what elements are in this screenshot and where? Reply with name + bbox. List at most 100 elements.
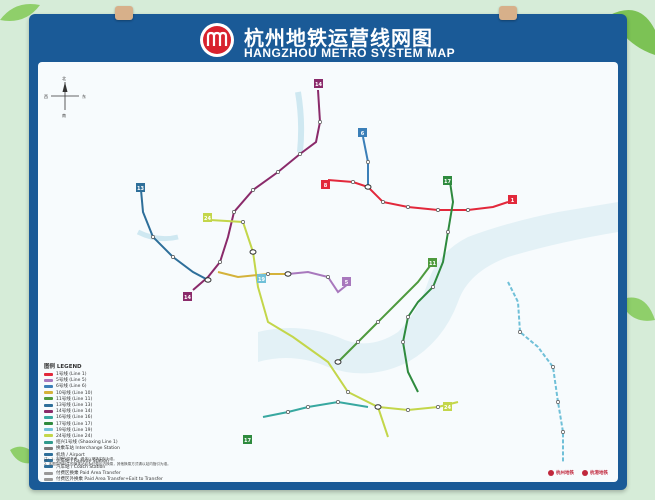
legend-swatch bbox=[44, 440, 53, 444]
legend-swatch bbox=[44, 403, 53, 407]
legend-swatch bbox=[44, 415, 53, 419]
legend-swatch bbox=[44, 397, 53, 401]
corp-logo-icon bbox=[582, 470, 588, 476]
legend-row: 火车站 / Railway Station bbox=[44, 458, 214, 464]
badge-line-24: 24 bbox=[204, 216, 211, 222]
badge-line-8: 8 bbox=[324, 183, 328, 189]
legend-row: 17号线 (Line 17) bbox=[44, 421, 214, 427]
legend-row: 19号线 (Line 19) bbox=[44, 427, 214, 433]
line-11 bbox=[337, 261, 434, 363]
legend-label: 换乘车站 Interchange Station bbox=[56, 446, 120, 452]
legend-swatch bbox=[44, 446, 53, 450]
legend-row: 11号线 (Line 11) bbox=[44, 396, 214, 402]
legend-row: 24号线 (Line 24) bbox=[44, 433, 214, 439]
legend-swatch bbox=[44, 471, 53, 475]
legend-label: 19号线 (Line 19) bbox=[56, 427, 93, 433]
legend-label: 火车站 / Railway Station bbox=[56, 458, 109, 464]
badge-line-14-west: 14 bbox=[184, 295, 191, 301]
badge-line-17: 17 bbox=[444, 179, 451, 185]
compass-icon bbox=[51, 82, 79, 110]
legend-row: 10号线 (Line 10) bbox=[44, 390, 214, 396]
pin-left bbox=[115, 6, 133, 20]
legend-label: 16号线 (Line 16) bbox=[56, 415, 93, 421]
legend-swatch bbox=[44, 391, 53, 395]
line-16 bbox=[262, 400, 369, 418]
legend-label: 付费区换乘 Paid Area Transfer bbox=[56, 471, 121, 477]
badge-line-6: 6 bbox=[361, 131, 365, 137]
legend-label: 11号线 (Line 11) bbox=[56, 396, 93, 402]
legend-swatch bbox=[44, 409, 53, 413]
legend-row: 14号线 (Line 14) bbox=[44, 408, 214, 414]
legend-swatch bbox=[44, 477, 53, 481]
map-notes: 注：1. 本图仅供参考，具体以现场实际为准。 2. 本图中所标注的换乘站均为付费… bbox=[44, 457, 304, 467]
map-header: 杭州地铁运营线网图 HANGZHOU METRO SYSTEM MAP bbox=[29, 14, 627, 64]
badge-line-11: 11 bbox=[429, 261, 436, 267]
badge-line-17-south: 17 bbox=[244, 438, 251, 444]
legend-row: 5号线 (Line 5) bbox=[44, 377, 214, 383]
compass-east: 东 bbox=[82, 93, 86, 99]
legend-swatch bbox=[44, 434, 53, 438]
legend-label: 10号线 (Line 10) bbox=[56, 390, 93, 396]
legend-row: 汽车站 / Coach Station bbox=[44, 464, 214, 470]
legend-row: 绍兴1号线 (Shaoxing Line 1) bbox=[44, 439, 214, 445]
line-17 bbox=[401, 181, 455, 393]
badge-line-19: 19 bbox=[258, 277, 265, 283]
line-5 bbox=[287, 270, 349, 294]
legend-label: 5号线 (Line 5) bbox=[56, 378, 87, 384]
legend-row: 付费区外换乘 Paid Area Transfer+Exit to Transf… bbox=[44, 476, 214, 482]
legend-row: 13号线 (Line 13) bbox=[44, 402, 214, 408]
line-10 bbox=[217, 271, 288, 279]
legend-swatch bbox=[44, 465, 53, 469]
badge-line-24-south: 24 bbox=[444, 405, 451, 411]
corp-logos: 杭州地铁 杭港地铁 bbox=[548, 470, 608, 476]
legend-label: 24号线 (Line 24) bbox=[56, 433, 93, 439]
legend-label: 绍兴1号线 (Shaoxing Line 1) bbox=[56, 440, 118, 446]
map-panel: 北 南 西 东 14 6 8 1 17 13 24 5 19 11 24 17 … bbox=[38, 62, 618, 482]
legend-label: 1号线 (Line 1) bbox=[56, 372, 87, 378]
badge-line-1: 1 bbox=[511, 198, 515, 204]
badge-line-13: 13 bbox=[137, 186, 144, 192]
legend-label: 机场 / Airport bbox=[56, 452, 85, 458]
legend-swatch bbox=[44, 372, 53, 376]
badge-line-5: 5 bbox=[345, 280, 349, 286]
legend-label: 6号线 (Line 6) bbox=[56, 384, 87, 390]
legend-row: 6号线 (Line 6) bbox=[44, 383, 214, 389]
metro-logo-icon bbox=[200, 23, 234, 57]
pin-right bbox=[499, 6, 517, 20]
line-13 bbox=[140, 189, 209, 281]
corp-logo-hanggang-metro: 杭港地铁 bbox=[582, 470, 608, 476]
compass-north: 北 bbox=[62, 75, 66, 81]
legend-swatch bbox=[44, 378, 53, 382]
legend-label: 14号线 (Line 14) bbox=[56, 409, 93, 415]
line-24 bbox=[209, 219, 459, 412]
legend-swatch bbox=[44, 459, 53, 463]
map-board: 杭州地铁运营线网图 HANGZHOU METRO SYSTEM MAP bbox=[29, 6, 627, 490]
compass-south: 南 bbox=[62, 112, 66, 118]
legend-swatch bbox=[44, 422, 53, 426]
legend-row: 付费区换乘 Paid Area Transfer bbox=[44, 470, 214, 476]
legend-label: 付费区外换乘 Paid Area Transfer+Exit to Transf… bbox=[56, 477, 163, 482]
badge-line-14: 14 bbox=[315, 82, 322, 88]
legend-swatch bbox=[44, 428, 53, 432]
note-1: 注：1. 本图仅供参考，具体以现场实际为准。 bbox=[44, 457, 117, 461]
legend-label: 汽车站 / Coach Station bbox=[56, 464, 106, 470]
legend-row: 机场 / Airport bbox=[44, 451, 214, 458]
map-title-en: HANGZHOU METRO SYSTEM MAP bbox=[244, 46, 456, 60]
legend: 图例 LEGEND 1号线 (Line 1)5号线 (Line 5)6号线 (L… bbox=[44, 362, 214, 482]
legend-row: 1号线 (Line 1) bbox=[44, 371, 214, 377]
legend-label: 17号线 (Line 17) bbox=[56, 421, 93, 427]
compass-west: 西 bbox=[44, 94, 48, 99]
corp-logo-icon bbox=[548, 470, 554, 476]
legend-row: 换乘车站 Interchange Station bbox=[44, 445, 214, 451]
corp-logo-hangzhou-metro: 杭州地铁 bbox=[548, 470, 574, 476]
legend-swatch bbox=[44, 384, 53, 388]
line-19 bbox=[507, 281, 564, 462]
metro-network: 北 南 西 东 14 6 8 1 17 13 24 5 19 11 24 17 … bbox=[44, 75, 618, 462]
legend-label: 13号线 (Line 13) bbox=[56, 403, 93, 409]
note-2: 2. 本图中所标注的换乘站均为付费区内换乘，其他换乘方式请以站内指引为准。 bbox=[44, 462, 171, 466]
line-1 bbox=[327, 179, 509, 211]
legend-title: 图例 LEGEND bbox=[44, 364, 82, 370]
line-24-south bbox=[377, 406, 389, 438]
legend-swatch bbox=[44, 453, 53, 457]
map-title-cn: 杭州地铁运营线网图 bbox=[244, 26, 433, 50]
